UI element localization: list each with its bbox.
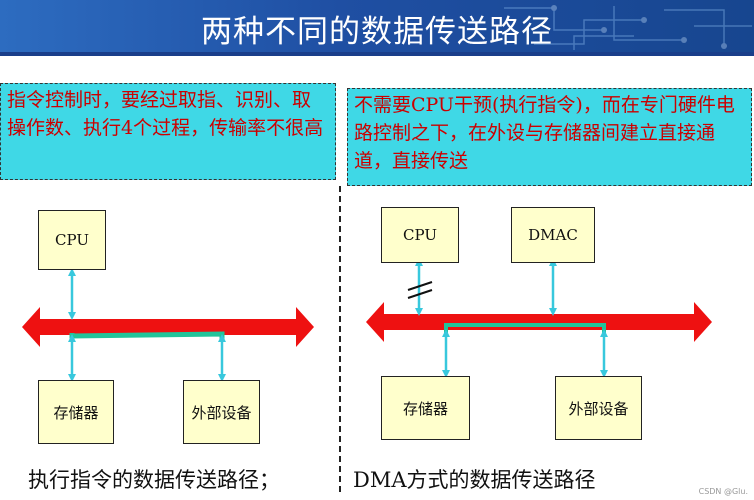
cpu-blocked-mark bbox=[407, 281, 433, 299]
left-peripheral-box: 外部设备 bbox=[183, 380, 260, 444]
right-system-bus bbox=[366, 302, 712, 342]
right-cpu-box: CPU bbox=[381, 207, 459, 263]
right-dmac-box: DMAC bbox=[511, 207, 595, 263]
right-peripheral-box: 外部设备 bbox=[555, 376, 642, 440]
left-memory-box: 存储器 bbox=[38, 380, 114, 444]
left-system-bus bbox=[22, 307, 314, 347]
right-note: 不需要CPU干预(执行指令)，而在专门硬件电路控制之下，在外设与存储器间建立直接… bbox=[347, 88, 752, 186]
left-data-path bbox=[69, 331, 225, 340]
divider-line bbox=[339, 186, 341, 492]
page-title: 两种不同的数据传送路径 bbox=[201, 14, 553, 50]
right-caption: DMA方式的数据传送路径 bbox=[353, 468, 596, 492]
right-memory-box: 存储器 bbox=[381, 376, 470, 440]
watermark: CSDN @Glu. bbox=[698, 487, 748, 496]
left-note: 指令控制时，要经过取指、识别、取操作数、执行4个过程，传输率不很高 bbox=[0, 83, 336, 180]
left-caption: 执行指令的数据传送路径； bbox=[28, 468, 280, 492]
circuit-pattern-icon bbox=[504, 5, 752, 50]
left-cpu-box: CPU bbox=[38, 210, 106, 270]
title-underline bbox=[0, 52, 754, 56]
title-bar: 两种不同的数据传送路径 bbox=[0, 0, 754, 52]
